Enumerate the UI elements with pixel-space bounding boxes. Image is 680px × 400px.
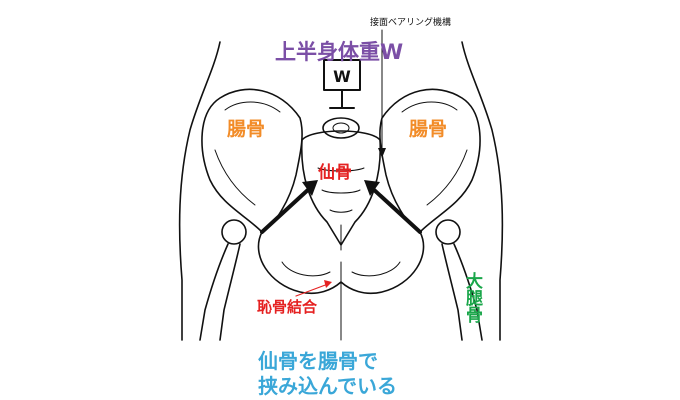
pubic-symphysis-label: 恥骨結合 xyxy=(257,298,318,316)
ilium-left-label: 腸骨 xyxy=(227,118,266,140)
left-ilium-shape xyxy=(201,88,303,233)
right-femur xyxy=(441,243,483,341)
right-ilium-shape xyxy=(379,88,481,233)
torso-outline-right xyxy=(461,41,504,341)
left-hip-joint xyxy=(221,219,247,245)
torso-outline-left xyxy=(178,41,221,341)
caption-line-1: 仙骨を腸骨で xyxy=(258,349,378,373)
sacrum-label: 仙骨 xyxy=(318,163,352,183)
force-arrow-left xyxy=(260,186,312,234)
force-arrow-right xyxy=(370,186,422,234)
ilium-right-label: 腸骨 xyxy=(409,118,448,140)
weight-box-label: W xyxy=(333,67,351,86)
body-weight-title: 上半身体重W xyxy=(275,40,404,64)
bearing-mechanism-label: 接面ベアリング機構 xyxy=(370,18,452,28)
right-hip-joint xyxy=(435,219,461,245)
femur-label: 大腿骨 xyxy=(462,272,482,323)
left-femur xyxy=(199,243,241,341)
caption-line-2: 挟み込んでいる xyxy=(258,374,397,398)
